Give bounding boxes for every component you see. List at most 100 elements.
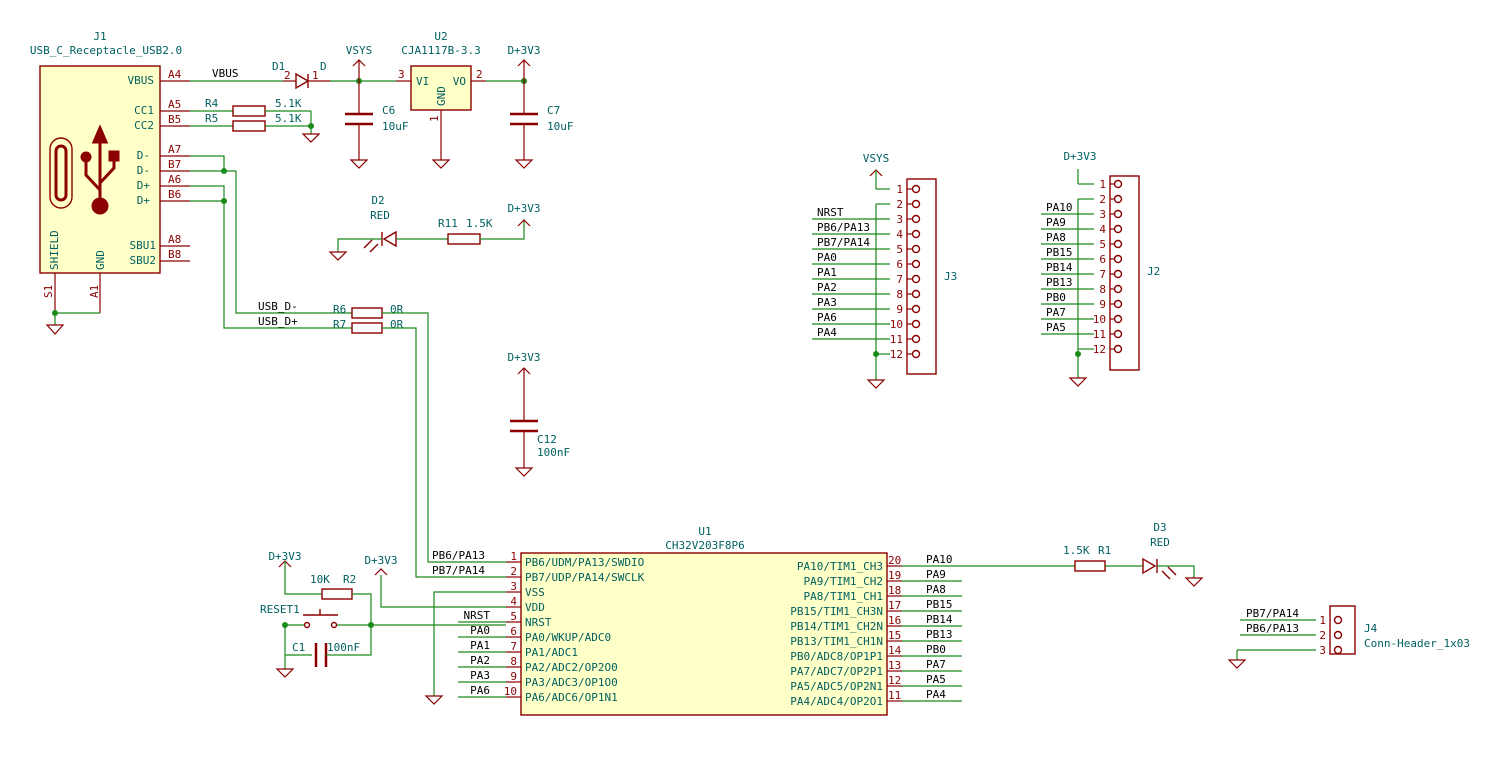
j4-net-label: PB6/PA13 (1246, 622, 1299, 635)
j1-num-a6: A6 (168, 173, 181, 186)
j1-gnd-label: GND (94, 250, 107, 270)
gnd-symbol-icon (514, 159, 534, 169)
j1-num-b7: B7 (168, 158, 181, 171)
r4-value: 5.1K (275, 97, 302, 110)
j1-num-a4: A4 (168, 68, 182, 81)
j2-net-label: PB14 (1046, 261, 1073, 274)
u1-right-pin: PA9/TIM1_CH2 (804, 575, 883, 588)
u1-right-net: PA9 (926, 568, 946, 581)
j3-net-label: NRST (817, 206, 844, 219)
net-usb-dp-label: USB_D+ (258, 315, 298, 328)
j2-pin-num: 11 (1093, 328, 1106, 341)
c7-ref: C7 (547, 104, 560, 117)
u2-num-1: 1 (428, 115, 441, 122)
usb-c-port-icon (49, 137, 73, 209)
resistor-r1: 1.5K R1 (1063, 544, 1111, 572)
j3-pin-num: 11 (890, 333, 903, 346)
j4-ref: J4 (1364, 622, 1378, 635)
j3-top-label: VSYS (863, 152, 890, 165)
d1-pin2: 2 (284, 69, 291, 82)
u2-num-2: 2 (476, 68, 483, 81)
u1-left-pin: PB7/UDP/PA14/SWCLK (525, 571, 645, 584)
u1-left-net: NRST (464, 609, 491, 622)
j2-pin-num: 12 (1093, 343, 1106, 356)
u1-right-num: 17 (888, 599, 901, 612)
d3v3-power-flag: D+3V3 (507, 44, 541, 81)
j3-pin-num: 12 (890, 348, 903, 361)
u1-right-net: PA10 (926, 553, 953, 566)
j4-value: Conn-Header_1x03 (1364, 637, 1470, 650)
resistor-r2 (321, 588, 353, 600)
u1-right-num: 13 (888, 659, 901, 672)
pin-socket-icon (911, 304, 921, 314)
d1-ref: D1 (272, 60, 285, 73)
r11-value: 1.5K (466, 217, 493, 230)
pin-socket-icon (1113, 209, 1123, 219)
j3-net-label: PA2 (817, 281, 837, 294)
j3-pin-num: 2 (896, 198, 903, 211)
j2-pin-num: 6 (1099, 253, 1106, 266)
u1-left-num: 10 (504, 685, 517, 698)
u2-pin-gnd: GND (435, 86, 448, 106)
j3-net-label: PA4 (817, 326, 837, 339)
u1-left-pin: NRST (525, 616, 552, 629)
u2-num-3: 3 (398, 68, 405, 81)
diode-icon (295, 72, 310, 90)
c6-ref: C6 (382, 104, 395, 117)
pin-socket-icon (911, 349, 921, 359)
d1-value: D (320, 60, 327, 73)
gnd-symbol-icon (1184, 577, 1204, 587)
d3-ref: D3 (1153, 521, 1166, 534)
u1-left-net: PA0 (470, 624, 490, 637)
pin-socket-icon (911, 334, 921, 344)
d2-ref: D2 (371, 194, 384, 207)
j1-num-b8: B8 (168, 248, 181, 261)
gnd-symbol-icon (514, 467, 534, 477)
u1-left-net: PA3 (470, 669, 490, 682)
j3-ref: J3 (944, 270, 957, 283)
pin-socket-icon (911, 214, 921, 224)
j3-pin-num: 9 (896, 303, 903, 316)
j1-num-a8: A8 (168, 233, 181, 246)
j2-net-label: PA7 (1046, 306, 1066, 319)
u1-left-num: 5 (510, 610, 517, 623)
u1-right-pin: PA7/ADC7/OP2P1 (790, 665, 883, 678)
u1-value: CH32V203F8P6 (665, 539, 744, 552)
u1-right-num: 14 (888, 644, 902, 657)
j1-num-b5: B5 (168, 113, 181, 126)
usb-c-connector-j1: J1 USB_C_Receptacle_USB2.0 VBUS CC1 CC2 … (30, 30, 190, 313)
pin-socket-icon (1113, 314, 1123, 324)
u1-left-num: 1 (510, 550, 517, 563)
d3-value: RED (1150, 536, 1170, 549)
r2-value: 10K (310, 573, 330, 586)
reset-circuit: D+3V3 10K R2 RESET1 C1 100nF (260, 550, 506, 678)
pin-socket-icon (1113, 299, 1123, 309)
gnd-symbol-icon (328, 251, 348, 261)
j1-pin-dp1: D+ (137, 179, 151, 192)
u1-left-num: 9 (510, 670, 517, 683)
d1-pin1: 1 (312, 69, 319, 82)
u2-ref: U2 (434, 30, 447, 43)
r2-ref: R2 (343, 573, 356, 586)
j3-pin-num: 5 (896, 243, 903, 256)
resistor-r11: R11 1.5K (438, 217, 493, 245)
capacitor-c6: C6 10uF (345, 81, 409, 169)
j2-net-label: PB15 (1046, 246, 1073, 259)
c6-value: 10uF (382, 120, 409, 133)
d3v3-power-flag: D+3V3 (1063, 150, 1096, 163)
pin-socket-icon (1333, 630, 1343, 640)
gnd-symbol-icon (275, 668, 295, 678)
r7-value: 0R (390, 318, 404, 331)
u1-left-net: PB7/PA14 (432, 564, 485, 577)
r11-ref: R11 (438, 217, 458, 230)
pin-socket-icon (1113, 194, 1123, 204)
j2-pin-num: 2 (1099, 193, 1106, 206)
pin-socket-icon (1113, 284, 1123, 294)
u1-right-net: PB13 (926, 628, 953, 641)
u2-pin-vo: VO (453, 75, 466, 88)
pin-socket-icon (1113, 269, 1123, 279)
r7-ref: R7 (333, 318, 346, 331)
j1-pin-dm1: D- (137, 149, 150, 162)
u2-pin-vi: VI (416, 75, 429, 88)
